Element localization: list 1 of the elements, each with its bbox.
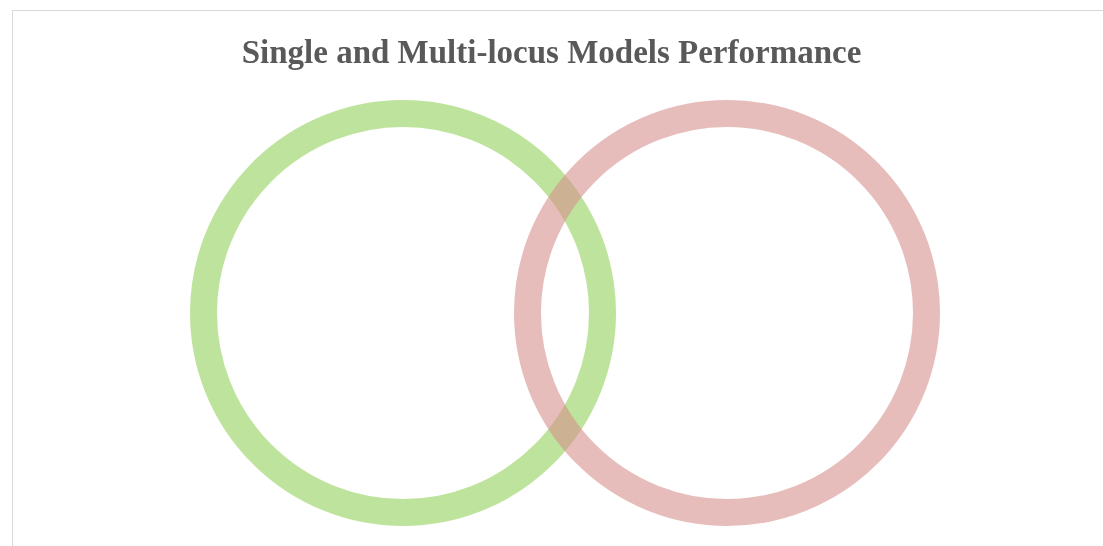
chart-title: Single and Multi-locus Models Performance <box>241 34 862 70</box>
